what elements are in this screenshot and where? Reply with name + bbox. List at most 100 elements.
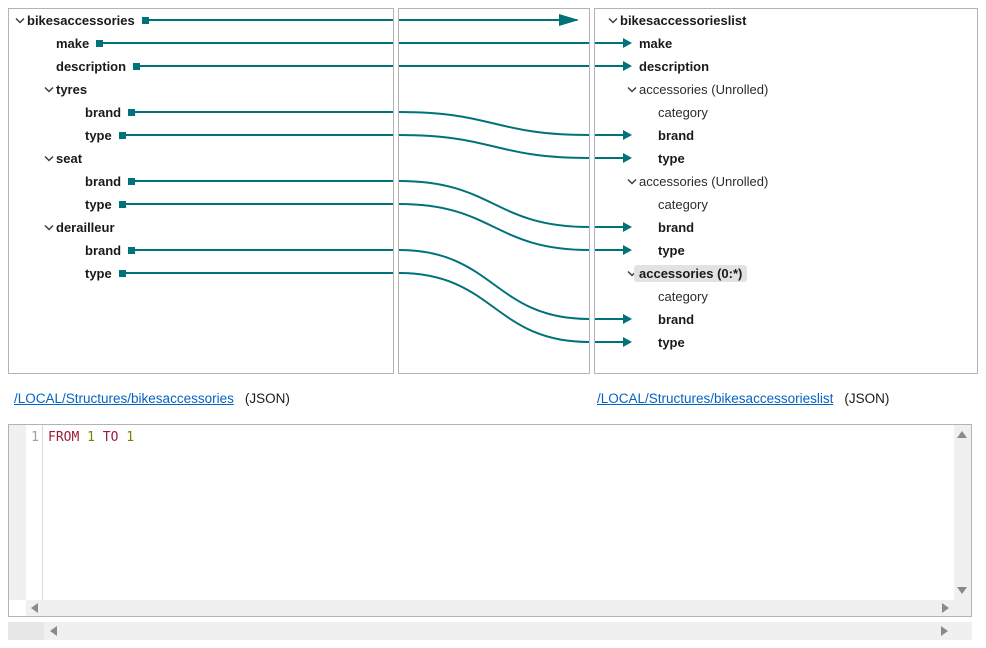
source-tree-panel: bikesaccessories make description tyres bran… bbox=[8, 8, 394, 374]
target-node-make[interactable]: make bbox=[595, 32, 977, 54]
source-node-brand[interactable]: brand bbox=[9, 101, 393, 123]
indent-spacer bbox=[9, 227, 41, 228]
scroll-up-icon[interactable] bbox=[957, 431, 967, 438]
code-token-kw: TO bbox=[102, 430, 119, 445]
editor-gutter-separator bbox=[42, 425, 43, 600]
chevron-down-icon[interactable] bbox=[607, 17, 618, 24]
editor-code-line[interactable]: FROM 1 TO 1 bbox=[48, 430, 134, 445]
indent-spacer bbox=[9, 135, 70, 136]
target-node-bikesaccessorieslist[interactable]: bikesaccessorieslist bbox=[595, 9, 977, 31]
outer-scroll-right-icon[interactable] bbox=[941, 626, 948, 636]
node-label: accessories (Unrolled) bbox=[639, 81, 769, 97]
indent-spacer bbox=[9, 204, 70, 205]
source-node-tyres[interactable]: tyres bbox=[9, 78, 393, 100]
indent-spacer bbox=[9, 181, 70, 182]
mapping-line[interactable] bbox=[135, 180, 393, 182]
chevron-slot[interactable] bbox=[605, 17, 620, 24]
mapping-line[interactable] bbox=[125, 203, 393, 205]
chevron-down-icon[interactable] bbox=[626, 86, 637, 93]
chevron-down-icon[interactable] bbox=[43, 224, 54, 231]
target-node-type[interactable]: type bbox=[595, 331, 977, 353]
source-structure-link[interactable]: /LOCAL/Structures/bikesaccessories bbox=[14, 390, 234, 406]
chevron-down-icon[interactable] bbox=[43, 155, 54, 162]
mapping-line[interactable] bbox=[135, 249, 393, 251]
mapping-line[interactable] bbox=[125, 134, 393, 136]
target-node-brand[interactable]: brand bbox=[595, 308, 977, 330]
mapping-line[interactable] bbox=[399, 203, 589, 251]
mapping-line[interactable] bbox=[399, 134, 589, 159]
node-label: derailleur bbox=[56, 219, 115, 235]
indent-spacer bbox=[595, 89, 624, 90]
mapping-line[interactable] bbox=[399, 272, 589, 343]
code-token-num: 1 bbox=[126, 430, 135, 445]
code-token-plain bbox=[79, 430, 87, 445]
node-label: category bbox=[658, 196, 708, 212]
target-structure-link[interactable]: /LOCAL/Structures/bikesaccessorieslist bbox=[597, 390, 834, 406]
node-label: category bbox=[658, 288, 708, 304]
indent-spacer bbox=[9, 43, 41, 44]
chevron-slot[interactable] bbox=[624, 178, 639, 185]
scroll-right-icon[interactable] bbox=[942, 603, 949, 613]
target-node-accessories-unrolled-[interactable]: accessories (Unrolled) bbox=[595, 78, 977, 100]
chevron-slot[interactable] bbox=[41, 224, 56, 231]
node-label: type bbox=[658, 150, 685, 166]
editor-horizontal-scrollbar[interactable] bbox=[26, 600, 954, 616]
source-node-type[interactable]: type bbox=[9, 193, 393, 215]
indent-spacer bbox=[9, 158, 41, 159]
mapping-line[interactable] bbox=[399, 111, 589, 136]
node-label: tyres bbox=[56, 81, 88, 97]
source-node-type[interactable]: type bbox=[9, 124, 393, 146]
chevron-slot[interactable] bbox=[12, 17, 27, 24]
target-node-category[interactable]: category bbox=[595, 193, 977, 215]
source-node-bikesaccessories[interactable]: bikesaccessories bbox=[9, 9, 393, 31]
chevron-down-icon[interactable] bbox=[43, 86, 54, 93]
indent-spacer bbox=[9, 66, 41, 67]
chevron-down-icon[interactable] bbox=[626, 178, 637, 185]
source-node-seat[interactable]: seat bbox=[9, 147, 393, 169]
node-label: make bbox=[639, 35, 673, 51]
editor-scrollbar-corner bbox=[954, 600, 971, 616]
target-node-brand[interactable]: brand bbox=[595, 124, 977, 146]
mapping-line[interactable] bbox=[399, 180, 589, 228]
source-node-type[interactable]: type bbox=[9, 262, 393, 284]
node-label: description bbox=[56, 58, 127, 74]
chevron-slot[interactable] bbox=[624, 86, 639, 93]
target-node-category[interactable]: category bbox=[595, 101, 977, 123]
source-node-description[interactable]: description bbox=[9, 55, 393, 77]
mapping-line[interactable] bbox=[135, 111, 393, 113]
outer-scroll-left-icon[interactable] bbox=[50, 626, 57, 636]
node-label: brand bbox=[658, 311, 695, 327]
expression-editor[interactable]: 1 FROM 1 TO 1 bbox=[8, 424, 972, 617]
node-label: accessories (0:*) bbox=[634, 264, 748, 282]
target-node-accessories-unrolled-[interactable]: accessories (Unrolled) bbox=[595, 170, 977, 192]
target-format-label: (JSON) bbox=[844, 390, 890, 406]
mapping-line[interactable] bbox=[399, 249, 589, 320]
target-node-accessories-0-[interactable]: accessories (0:*) bbox=[595, 262, 977, 284]
target-node-type[interactable]: type bbox=[595, 239, 977, 261]
target-node-description[interactable]: description bbox=[595, 55, 977, 77]
chevron-down-icon[interactable] bbox=[14, 17, 25, 24]
source-node-derailleur[interactable]: derailleur bbox=[9, 216, 393, 238]
mapping-line[interactable] bbox=[103, 42, 393, 44]
outer-horizontal-scrollbar[interactable] bbox=[8, 622, 972, 640]
connector-stub-icon bbox=[128, 246, 136, 254]
mapping-line[interactable] bbox=[125, 272, 393, 274]
mapping-line[interactable] bbox=[148, 19, 393, 21]
target-node-brand[interactable]: brand bbox=[595, 216, 977, 238]
node-label: brand bbox=[658, 219, 695, 235]
node-label: make bbox=[56, 35, 90, 51]
chevron-slot[interactable] bbox=[41, 155, 56, 162]
scroll-left-icon[interactable] bbox=[31, 603, 38, 613]
source-node-brand[interactable]: brand bbox=[9, 239, 393, 261]
node-label: description bbox=[639, 58, 710, 74]
target-node-category[interactable]: category bbox=[595, 285, 977, 307]
source-node-brand[interactable]: brand bbox=[9, 170, 393, 192]
chevron-slot[interactable] bbox=[41, 86, 56, 93]
scroll-down-icon[interactable] bbox=[957, 587, 967, 594]
mapping-line[interactable] bbox=[140, 65, 393, 67]
source-node-make[interactable]: make bbox=[9, 32, 393, 54]
indent-spacer bbox=[595, 112, 643, 113]
target-node-type[interactable]: type bbox=[595, 147, 977, 169]
target-tree-panel: bikesaccessorieslist make description acces… bbox=[594, 8, 978, 374]
editor-vertical-scrollbar[interactable] bbox=[954, 425, 971, 600]
